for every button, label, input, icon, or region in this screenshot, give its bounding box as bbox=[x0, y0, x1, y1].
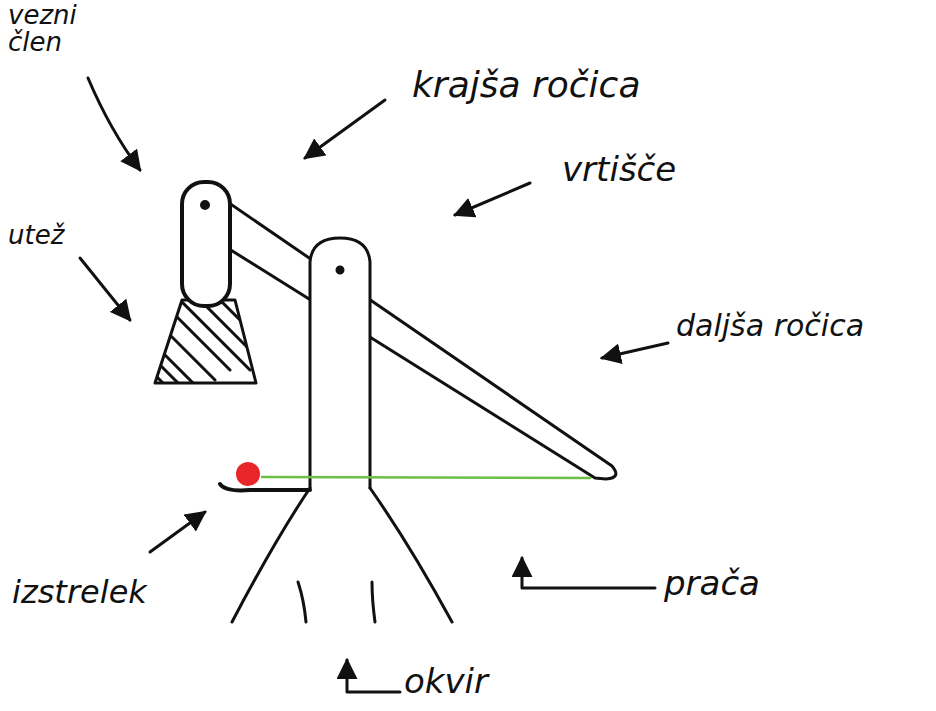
part-label: prača bbox=[664, 566, 864, 602]
frame-leg bbox=[370, 488, 452, 622]
leader-arrow bbox=[88, 78, 140, 170]
leader-arrow bbox=[80, 258, 130, 320]
sling-pouch bbox=[220, 484, 310, 490]
projectile bbox=[236, 462, 260, 486]
frame-post bbox=[310, 238, 370, 488]
part-label: okvir bbox=[404, 664, 564, 700]
throwing-arm bbox=[186, 183, 616, 479]
leader-arrow bbox=[347, 660, 400, 692]
part-label: izstrelek bbox=[12, 576, 232, 610]
leader-arrow bbox=[602, 343, 668, 358]
leader-arrow bbox=[455, 183, 530, 215]
frame-leg bbox=[372, 582, 375, 622]
part-label: vezni člen bbox=[8, 2, 88, 57]
hatch-lines bbox=[140, 295, 275, 390]
pivot-pin bbox=[337, 267, 343, 273]
linking-member bbox=[182, 182, 230, 306]
link-pin bbox=[202, 202, 209, 209]
part-label: krajša ročica bbox=[412, 66, 772, 104]
sling-line bbox=[262, 477, 590, 478]
frame-leg bbox=[298, 582, 306, 622]
part-label: utež bbox=[8, 222, 98, 249]
leader-arrow bbox=[305, 100, 385, 158]
leader-arrow bbox=[522, 558, 655, 588]
counterweight-hatch bbox=[140, 295, 275, 390]
frame-leg bbox=[232, 488, 310, 622]
leader-arrow bbox=[150, 512, 205, 552]
part-label: vrtišče bbox=[562, 152, 802, 188]
part-label: daljša ročica bbox=[676, 310, 934, 342]
